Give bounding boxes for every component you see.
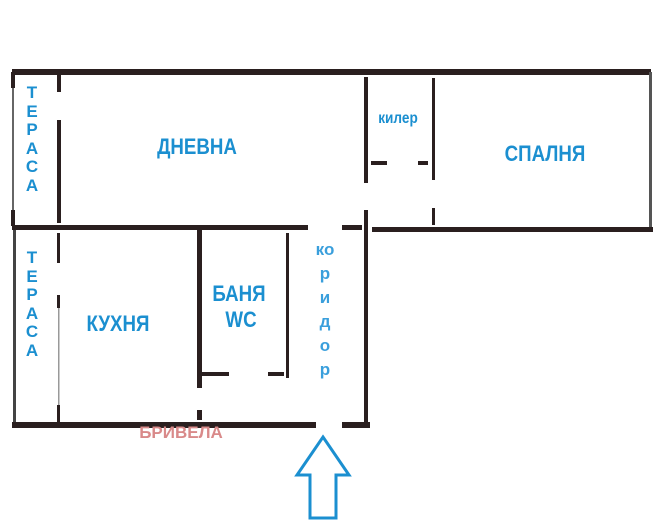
room-label-living: ДНЕВНА [157, 134, 237, 159]
wall-bath-right [286, 233, 289, 378]
wall-closet-bottom [371, 161, 387, 165]
room-label-bedroom: СПАЛНЯ [504, 141, 586, 166]
wall-left-outer-top [12, 72, 14, 227]
entrance-arrow-icon [294, 434, 352, 520]
wall-bottom-right [342, 422, 370, 428]
room-label-kitchen: КУХНЯ [86, 311, 150, 336]
wall-bath-left [197, 230, 202, 388]
room-label-corridor: коридор [315, 240, 335, 379]
wall-right [649, 72, 652, 229]
room-label-bath: БАНЯ [212, 281, 266, 306]
room-label-terrace-bottom: ТЕРАСА [25, 248, 39, 360]
wall-bath-bottom [202, 372, 229, 376]
wall-terrace-bottom [57, 233, 60, 263]
room-label-wc: WC [225, 307, 257, 332]
room-label-closet: килер [378, 110, 418, 127]
wall-corridor-right [364, 77, 368, 183]
wall-bottom-left [12, 422, 316, 428]
wall-middle-right [372, 227, 653, 232]
wall-closet-right [432, 78, 435, 180]
walls [11, 69, 653, 428]
room-label-terrace-top: ТЕРАСА [25, 83, 39, 195]
wall-middle-center [342, 225, 362, 230]
wall-terrace-top [57, 75, 61, 92]
wall-middle-left [12, 225, 308, 230]
wall-left-outer-bottom [13, 227, 16, 425]
watermark-text: БРИВЕЛА [139, 423, 223, 442]
wall-top [12, 69, 651, 75]
